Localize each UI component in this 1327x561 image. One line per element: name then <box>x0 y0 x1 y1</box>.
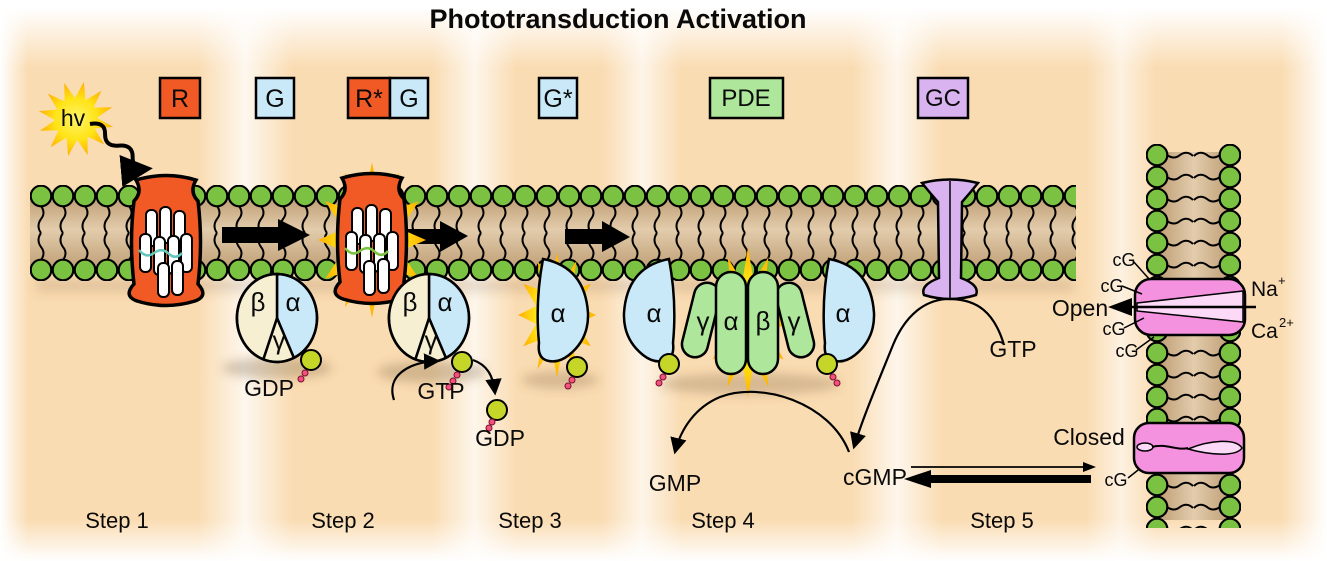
alpha-label: α <box>723 306 738 336</box>
legend-box-g-paired <box>388 76 430 120</box>
legend-box-gc <box>916 76 970 120</box>
legend-label-r-active: R* <box>355 85 383 113</box>
gamma-label: γ <box>788 306 801 336</box>
alpha-label: α <box>285 287 300 317</box>
sodium-charge: + <box>1278 273 1286 288</box>
gtp-molecule-icon <box>566 356 588 378</box>
legend-labels: R G R* G G* PDE GC <box>171 85 961 113</box>
gdp-label-step2: GDP <box>475 425 525 451</box>
sodium-label: Na <box>1251 278 1278 301</box>
gdp-molecule-icon <box>300 349 322 371</box>
legend-label-r: R <box>171 85 189 113</box>
alpha-label: α <box>835 298 850 328</box>
photon-label: hv <box>61 105 86 131</box>
legend-box-pde <box>708 76 785 120</box>
legend-row <box>158 76 970 120</box>
legend-label-g: G <box>265 85 284 113</box>
alpha-label: α <box>437 287 452 317</box>
photon-wave-arrow-icon <box>89 121 153 187</box>
retinal-icon <box>344 247 389 256</box>
pde-beta-subunit <box>746 270 780 376</box>
step-4-caption: Step 4 <box>691 508 755 533</box>
calcium-label: Ca <box>1251 320 1278 343</box>
beta-label: β <box>756 306 771 336</box>
beta-label: β <box>403 287 418 317</box>
step-arrow-1-icon <box>222 219 310 251</box>
step-arrow-2-icon <box>405 221 468 252</box>
transducin-alpha-right <box>822 257 876 363</box>
photon: hv <box>30 73 153 187</box>
pde-gamma-right <box>774 281 816 359</box>
open-channel <box>1108 277 1256 337</box>
calcium-charge: 2+ <box>1279 315 1294 330</box>
legend-label-g-paired: G <box>399 85 418 113</box>
step-arrow-3-icon <box>565 221 630 252</box>
step-2-caption: Step 2 <box>311 508 375 533</box>
gtp-in-arrow-icon <box>391 353 441 401</box>
cg-label: cG <box>1115 341 1138 361</box>
pde-gamma-left <box>680 281 722 359</box>
hydrolysis-arrow-icon <box>670 390 851 455</box>
gdp-out-arrow-icon <box>472 358 502 396</box>
gtp-molecule-icon <box>655 353 680 387</box>
cg-label: cG <box>1112 250 1135 270</box>
alpha-label: α <box>550 298 565 328</box>
open-label: Open <box>1052 295 1108 321</box>
activated-alpha-subunit <box>518 252 596 390</box>
channel-pore-closed <box>1185 440 1243 455</box>
legend-box-g <box>254 76 296 120</box>
gtp-molecule-icon <box>451 351 473 373</box>
g-protein-inactive <box>235 272 322 383</box>
legend-label-pde: PDE <box>721 85 770 112</box>
closed-channel <box>1132 421 1246 475</box>
gtp-molecule-icon <box>816 353 841 387</box>
legend-box-g-active <box>537 76 579 120</box>
legend-label-g-active: G* <box>543 85 572 113</box>
g-protein-exchanging <box>387 272 473 391</box>
retinal-icon <box>138 249 183 258</box>
equilibrium-arrows-icon <box>904 462 1096 488</box>
cg-label: cG <box>1104 470 1127 490</box>
step-1-caption: Step 1 <box>85 508 149 533</box>
pde-alpha-subunit <box>714 270 748 376</box>
gtp-label-step5: GTP <box>989 336 1036 362</box>
legend-box-r <box>158 76 202 120</box>
alpha-label: α <box>646 298 661 328</box>
step-5-caption: Step 5 <box>970 508 1034 533</box>
pde-complex <box>622 247 876 397</box>
guanylyl-cyclase <box>919 178 981 301</box>
gamma-label: γ <box>273 325 286 355</box>
synthesis-arrow-icon <box>850 297 1006 450</box>
gdp-label-step1: GDP <box>244 375 294 401</box>
legend-label-gc: GC <box>925 85 961 112</box>
cg-label: cG <box>1100 276 1123 296</box>
gamma-label: γ <box>425 325 438 355</box>
beta-label: β <box>251 287 266 317</box>
transducin-alpha-left <box>622 257 676 363</box>
cg-label: cG <box>1102 319 1125 339</box>
gmp-label: GMP <box>649 470 701 496</box>
step-3-caption: Step 3 <box>498 508 562 533</box>
receptor-rhodopsin-active <box>318 162 426 318</box>
ion-flow-arrowhead-icon <box>1108 298 1132 316</box>
gamma-label: γ <box>697 306 710 336</box>
receptor-rhodopsin <box>127 173 205 308</box>
diagram-title: Phototransduction Activation <box>430 4 807 34</box>
gtp-label-step2: GTP <box>417 378 464 404</box>
cgmp-label: cGMP <box>843 464 907 490</box>
released-gdp-molecule-icon <box>485 399 508 432</box>
closed-label: Closed <box>1053 424 1125 450</box>
alpha-gtp-body <box>536 257 590 363</box>
progression-arrows <box>222 219 630 252</box>
